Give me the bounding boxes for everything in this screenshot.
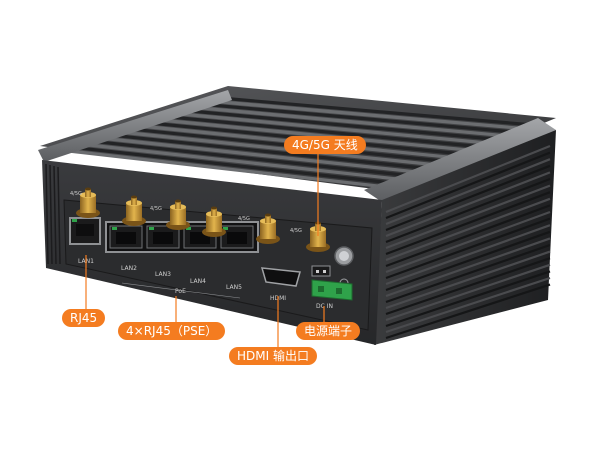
heatsink-fins <box>59 96 546 190</box>
antenna-label-4: 4/5G <box>290 228 302 234</box>
dc-in-terminal <box>311 265 353 301</box>
poe-label: PoE <box>175 288 186 295</box>
antenna-label-3: 4/5G <box>238 216 250 222</box>
side-fins <box>385 144 551 340</box>
callout-hdmi-output: HDMI 输出口 <box>229 347 317 365</box>
hdmi-port <box>260 267 301 287</box>
lan1-port <box>69 217 101 245</box>
front-fins <box>45 163 61 265</box>
right-rail <box>364 118 556 202</box>
lan2-label: LAN2 <box>121 265 137 272</box>
callout-lines <box>85 152 325 347</box>
power-button <box>334 246 354 266</box>
antenna-label-2: 4/5G <box>150 206 162 212</box>
callout-antenna: 4G/5G 天线 <box>284 136 366 154</box>
callout-rj45: RJ45 <box>62 309 106 327</box>
callout-rj45-pse: 4×RJ45（PSE） <box>118 322 226 340</box>
antenna-label-1: 4/5G <box>70 191 82 197</box>
left-rail <box>38 90 232 162</box>
lan5-label: LAN5 <box>226 284 242 291</box>
antenna-connectors <box>76 187 330 252</box>
lan4-label: LAN4 <box>190 278 206 285</box>
lan3-label: LAN3 <box>155 271 171 278</box>
callout-power-terminal: 电源端子 <box>296 322 361 340</box>
